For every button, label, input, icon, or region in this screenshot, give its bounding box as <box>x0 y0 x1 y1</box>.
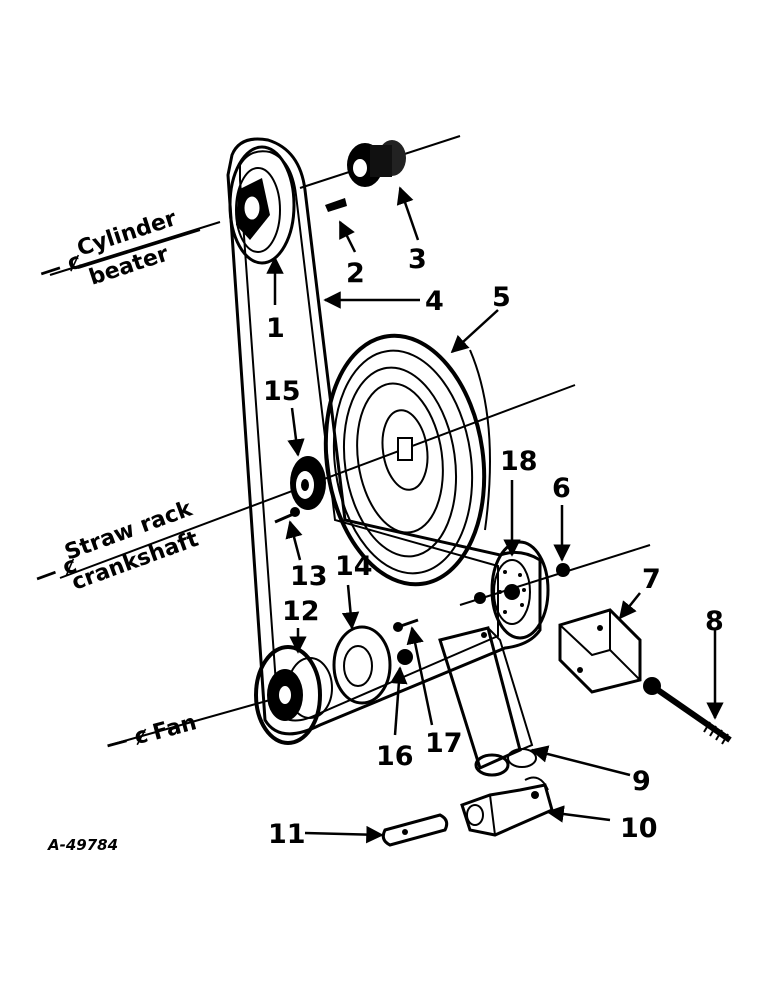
bolt-part-13 <box>274 507 300 524</box>
callout-7: 7 <box>642 564 661 595</box>
idler-arm-part-9 <box>438 626 537 777</box>
callout-8: 8 <box>705 606 724 637</box>
callout-18: 18 <box>500 446 538 477</box>
washer <box>474 592 486 604</box>
callout-4: 4 <box>425 286 444 317</box>
bolt-part-17 <box>393 618 419 632</box>
callout-16: 16 <box>376 741 414 772</box>
callout-6: 6 <box>552 473 571 504</box>
long-bolt-part-8 <box>643 677 732 745</box>
label-straw-rack: — ȼ Straw rack crankshaft <box>32 496 203 596</box>
callout-13: 13 <box>290 561 328 592</box>
clevis-part-10 <box>460 776 554 837</box>
callout-2: 2 <box>346 258 365 289</box>
spacer-part-14 <box>332 625 392 705</box>
label-cylinder-beater: — ȼ Cylinder beater <box>36 206 201 291</box>
callout-12: 12 <box>282 596 320 627</box>
figure-reference: A-49784 <box>47 836 118 854</box>
beater-pulley <box>228 145 296 265</box>
callout-14: 14 <box>335 551 373 582</box>
straw-rack-pulley <box>290 456 326 510</box>
callout-15: 15 <box>263 376 301 407</box>
callout-1: 1 <box>266 313 285 344</box>
pin-part-11 <box>381 813 449 847</box>
large-pulley <box>323 333 491 587</box>
fan-pulley <box>254 645 333 745</box>
callout-3: 3 <box>408 244 427 275</box>
callout-9: 9 <box>632 766 651 797</box>
fan-label: Fan <box>150 710 199 746</box>
callout-5: 5 <box>492 282 511 313</box>
leader-lines <box>266 186 724 844</box>
key-part <box>325 198 347 212</box>
fan-prefix: — ȼ <box>103 722 152 757</box>
bracket-part-7 <box>558 608 642 694</box>
nut-part-16 <box>397 649 413 665</box>
callout-17: 17 <box>425 728 463 759</box>
callout-10: 10 <box>620 813 658 844</box>
nut-part-6 <box>556 563 570 577</box>
callout-11: 11 <box>268 819 306 850</box>
hub-nut-part <box>347 140 406 187</box>
